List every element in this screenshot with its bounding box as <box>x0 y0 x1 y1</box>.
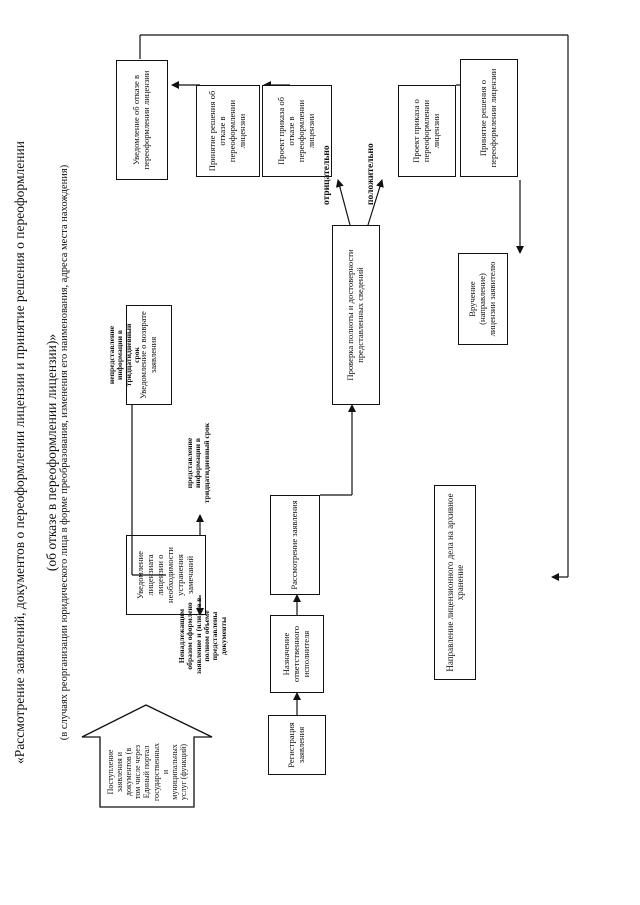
approve-decision-box: Принятие решения о переоформлении лиценз… <box>460 59 518 177</box>
approve-project-box: Проект приказа о переоформлении лицензии <box>398 85 456 177</box>
intake-block-arrow <box>81 704 213 808</box>
deny-notify-box: Уведомление об отказе в переоформлении л… <box>116 60 168 180</box>
assign-box: Назначение ответственного исполнителя <box>270 615 324 693</box>
intake-box: Поступление заявления и документов (в то… <box>102 739 192 805</box>
registration-box: Регистрация заявления <box>268 715 326 775</box>
handover-box: Вручение (направление) лицензии заявител… <box>458 253 508 345</box>
label-positive: положительно <box>366 143 376 205</box>
arrow-check-negative <box>335 179 351 226</box>
label-negative: отрицательно <box>322 145 332 205</box>
note-not-submitted: непредставление информации в тридцатидне… <box>107 323 142 387</box>
arrow-check-positive <box>367 179 384 226</box>
deny-decision-box: Принятие решения об отказе в переоформле… <box>196 85 260 177</box>
note-submitted: представление информации в тридцатидневн… <box>185 422 211 504</box>
note-improper-documents: Ненадлежащим образом оформлено заявление… <box>177 597 228 675</box>
review-box: Рассмотрение заявления <box>270 495 320 595</box>
archive-box: Направление лицензионного дела на архивн… <box>434 485 476 680</box>
check-box: Проверка полноты и достоверности предста… <box>332 225 380 405</box>
